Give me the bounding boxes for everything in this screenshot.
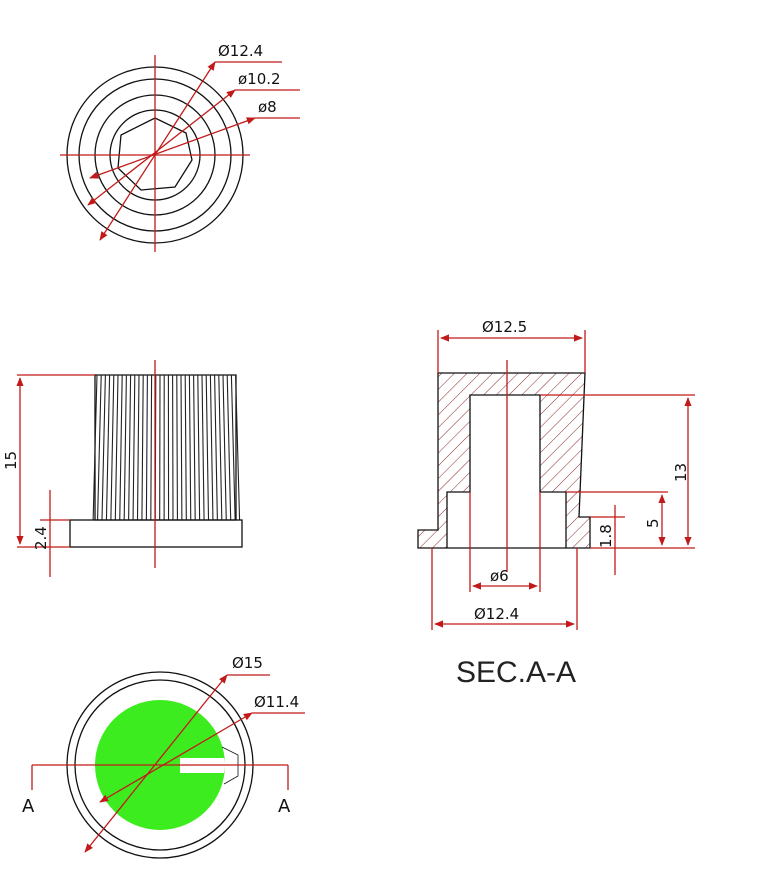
knurl-line: [214, 374, 218, 521]
knurl-line: [128, 374, 132, 521]
knurl-line: [222, 374, 227, 521]
knurl-line: [123, 374, 127, 521]
dim-base: 2.4: [32, 526, 50, 550]
dim-lip: 1.8: [597, 524, 615, 548]
knurl-line: [97, 374, 102, 521]
dim-d1: Ø15: [232, 654, 263, 672]
knurl-line: [188, 374, 192, 521]
knurl-line: [105, 374, 111, 521]
dim-base-dia: Ø12.4: [474, 605, 519, 623]
dim-d2: Ø11.4: [254, 693, 299, 711]
leader-d2: [99, 712, 253, 803]
knurl-line: [230, 374, 236, 521]
section-caption: SEC.A-A: [456, 656, 576, 689]
knurl-line: [145, 374, 148, 521]
knurl-line: [205, 374, 210, 521]
knurl-line: [218, 374, 223, 521]
knurl-line: [209, 374, 214, 521]
dim-d1: Ø12.4: [218, 42, 263, 60]
knurl-line: [110, 374, 115, 521]
leader-d3: [89, 117, 256, 179]
top-view: Ø12.4 ø10.2 ø8: [60, 42, 300, 252]
knurl-line: [176, 374, 178, 521]
knurl-line: [235, 374, 241, 521]
dim-d3: ø8: [258, 98, 277, 116]
cut-label-left: A: [22, 796, 35, 817]
knurl-lines: [92, 374, 241, 521]
knurl-line: [141, 374, 144, 521]
knurl-line: [92, 374, 98, 521]
dim-inner-height: 5: [644, 518, 662, 528]
knurl-line: [193, 374, 196, 521]
section-body: [417, 372, 591, 549]
base-flange: [69, 519, 243, 548]
dim-d2: ø10.2: [238, 70, 281, 88]
knurl-line: [101, 374, 106, 521]
bottom-view: Ø15 Ø11.4 A A: [22, 654, 305, 859]
knurl-line: [201, 374, 205, 521]
knurl-line: [132, 374, 136, 521]
knurl-line: [119, 374, 123, 521]
knurl-line: [197, 374, 201, 521]
knurl-line: [150, 374, 153, 521]
cut-label-right: A: [278, 796, 291, 817]
knurl-line: [226, 374, 232, 521]
dim-bore: ø6: [490, 567, 509, 585]
knurl-line: [136, 374, 140, 521]
dim-top-dia: Ø12.5: [482, 318, 527, 336]
knurl-line: [114, 374, 119, 521]
dim-height: 13: [672, 463, 690, 482]
side-view: 15 2.4: [2, 360, 243, 577]
dim-height: 15: [2, 451, 20, 470]
section-view: Ø12.5 13 5 1.8 ø6 Ø12.4 SEC.A-A: [417, 318, 695, 689]
knurl-line: [180, 374, 183, 521]
knurl-line: [184, 374, 187, 521]
